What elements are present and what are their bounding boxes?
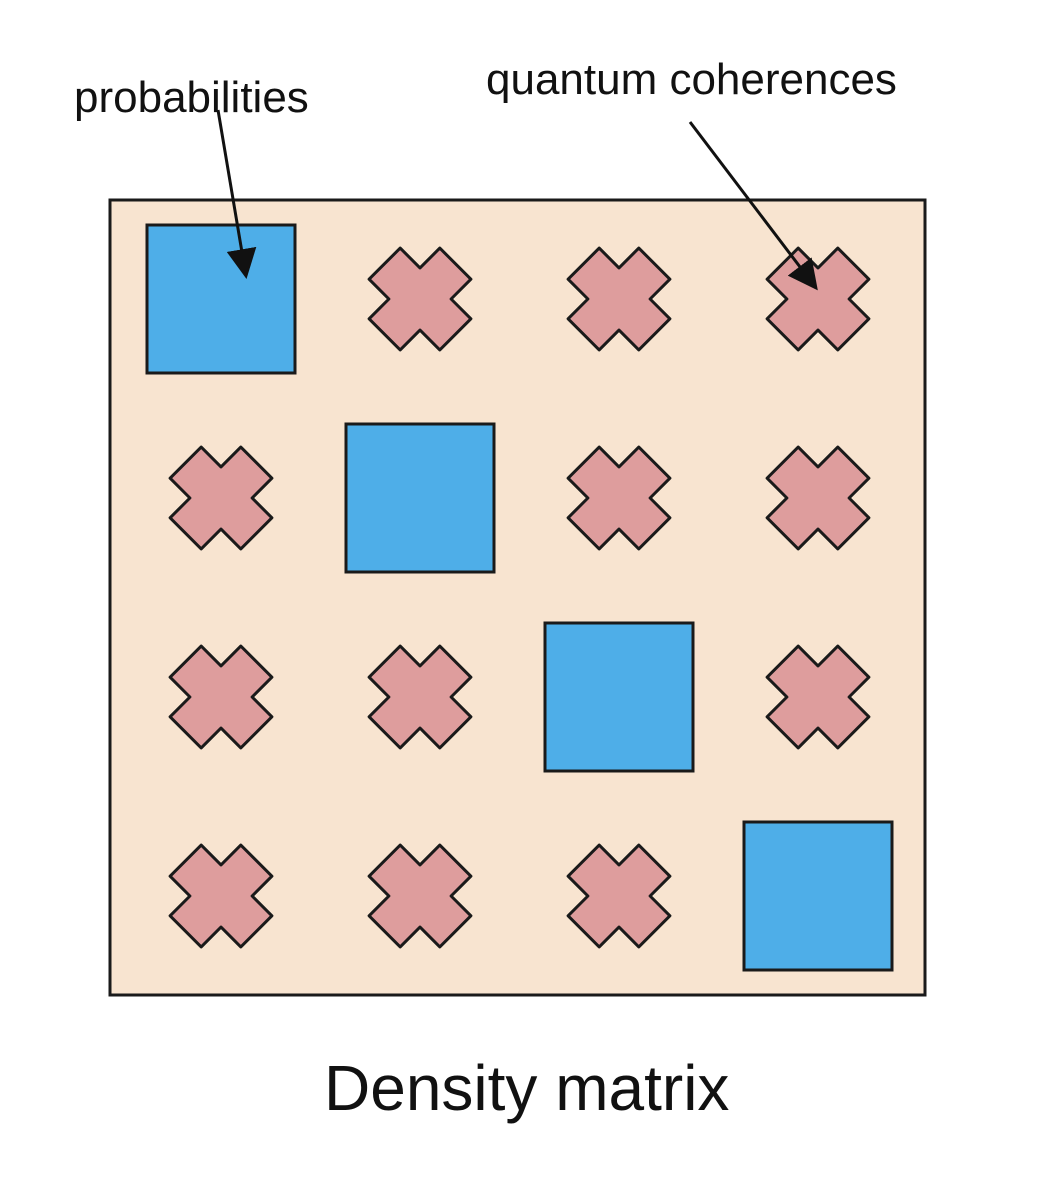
cross-icon [367, 246, 473, 352]
cross-icon [566, 445, 672, 551]
probabilities-label: probabilities [74, 73, 309, 122]
probabilities-arrow [216, 109, 257, 279]
coherences-label: quantum coherences [486, 55, 897, 104]
cross-icon [765, 644, 871, 750]
square-icon [543, 621, 695, 773]
cross-icon [566, 246, 672, 352]
cross-icon [367, 644, 473, 750]
square-icon [742, 820, 894, 972]
cross-icon [765, 445, 871, 551]
square-icon [344, 422, 496, 574]
diagram-caption: Density matrix [324, 1052, 729, 1124]
coherences-arrow [688, 121, 818, 291]
cross-icon [367, 843, 473, 949]
square-icon [145, 223, 297, 375]
cross-icon [168, 843, 274, 949]
cross-icon [168, 445, 274, 551]
cross-icon [168, 644, 274, 750]
cross-icon [566, 843, 672, 949]
matrix-cells [145, 223, 894, 972]
